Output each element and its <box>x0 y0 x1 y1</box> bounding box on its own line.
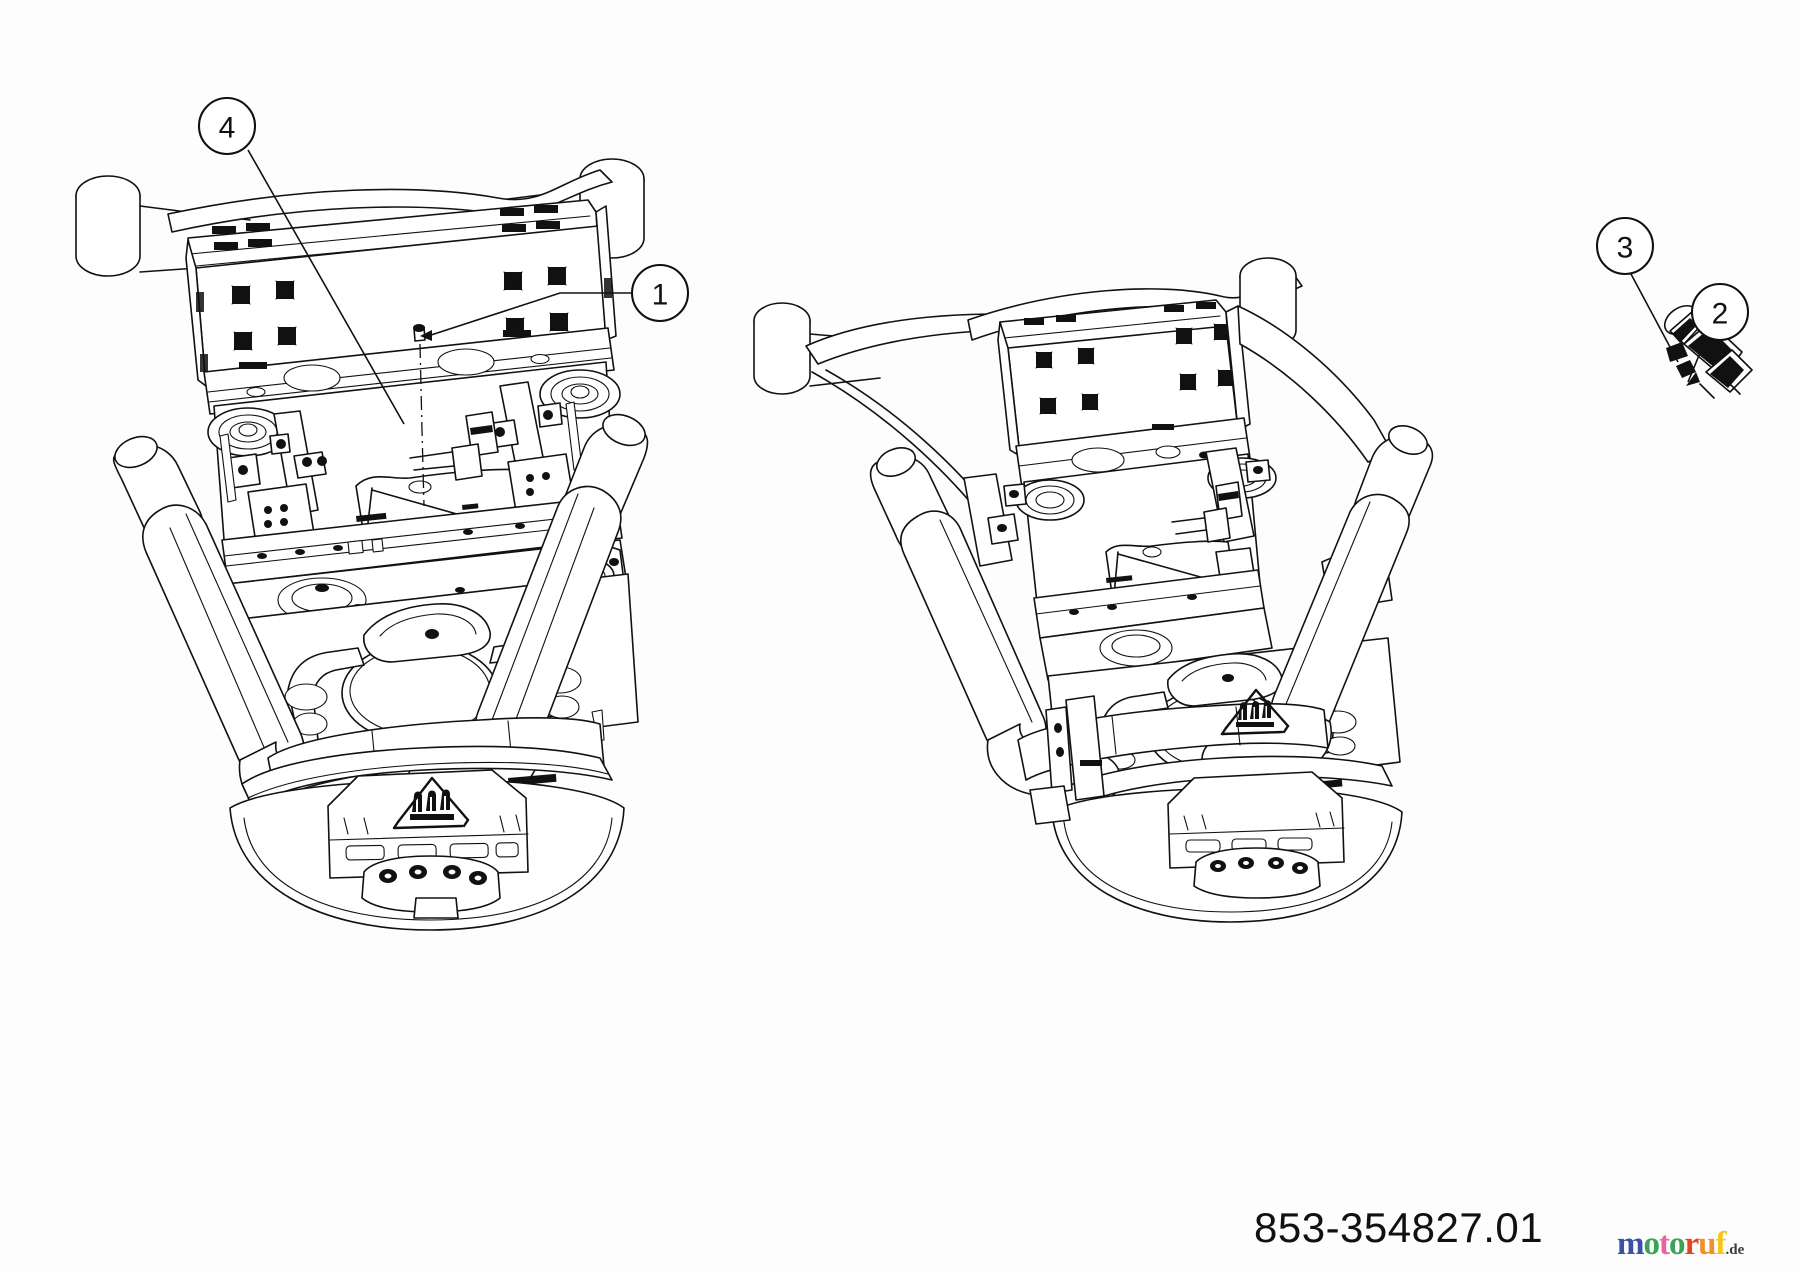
watermark-motoruf: motoruf.de <box>1617 1228 1744 1261</box>
callout-1-bubble[interactable] <box>630 263 690 323</box>
watermark-letter: o <box>1643 1226 1660 1262</box>
callout-1-leader <box>427 292 632 337</box>
watermark-letter: f <box>1715 1226 1727 1262</box>
callout-3-label: 3 <box>1617 232 1634 265</box>
callout-2-leader <box>1687 335 1708 383</box>
callout-1-label: 1 <box>652 279 669 312</box>
callout-2-bubble[interactable] <box>1690 282 1750 342</box>
right-view-front-deck-plate <box>1051 688 1403 923</box>
right-spindle-boss <box>539 369 621 419</box>
left-front-deck-plate <box>229 745 625 931</box>
right-hardware-cluster <box>409 411 499 481</box>
callout-2[interactable]: 2 <box>1686 282 1750 386</box>
view-right-mower-deck-assembly <box>753 257 1434 923</box>
warning-decal-right <box>1220 688 1290 736</box>
left-blade-housing <box>341 642 499 744</box>
left-deck-mount-pad <box>361 855 501 919</box>
detail-switch-part <box>1663 304 1753 399</box>
callout-4-bubble[interactable] <box>197 96 257 156</box>
watermark-suffix: .de <box>1725 1242 1745 1258</box>
watermark-letter: m <box>1617 1226 1644 1262</box>
watermark-letter: o <box>1669 1226 1685 1262</box>
watermark-letter: r <box>1684 1226 1700 1262</box>
callout-4-label: 4 <box>219 112 236 145</box>
left-mid-rail <box>203 327 615 416</box>
callout-4[interactable]: 4 <box>197 96 405 425</box>
part-number-label: 853-354827.01 <box>1254 1204 1544 1251</box>
warning-decal-left <box>392 776 470 830</box>
right-view-deck-mount-pad <box>1193 847 1321 899</box>
right-view-mid-rail <box>1015 417 1251 489</box>
callout-3[interactable]: 3 <box>1595 216 1679 363</box>
right-view-hanger-bracket <box>1029 695 1105 825</box>
callout-3-bubble[interactable] <box>1595 216 1655 276</box>
deck-bolt-item-1 <box>413 324 426 342</box>
view-left-mower-deck-assembly <box>75 158 649 931</box>
callout-3-leader <box>1630 273 1679 363</box>
watermark-letter: t <box>1659 1226 1670 1262</box>
right-view-left-spindle <box>1015 479 1085 521</box>
callout-1[interactable]: 1 <box>420 263 690 341</box>
left-spindle-boss <box>207 407 289 457</box>
left-support-bracket <box>219 410 327 516</box>
watermark-letter: u <box>1698 1226 1716 1262</box>
right-view-left-arm <box>753 302 1013 541</box>
callout-4-leader <box>247 149 405 425</box>
right-view-top-cover <box>967 257 1393 463</box>
callout-2-label: 2 <box>1712 298 1729 331</box>
right-view-hardware-cluster <box>1171 481 1243 543</box>
right-cover-mount-marks <box>1035 323 1235 415</box>
left-spindle-arm <box>363 603 491 663</box>
